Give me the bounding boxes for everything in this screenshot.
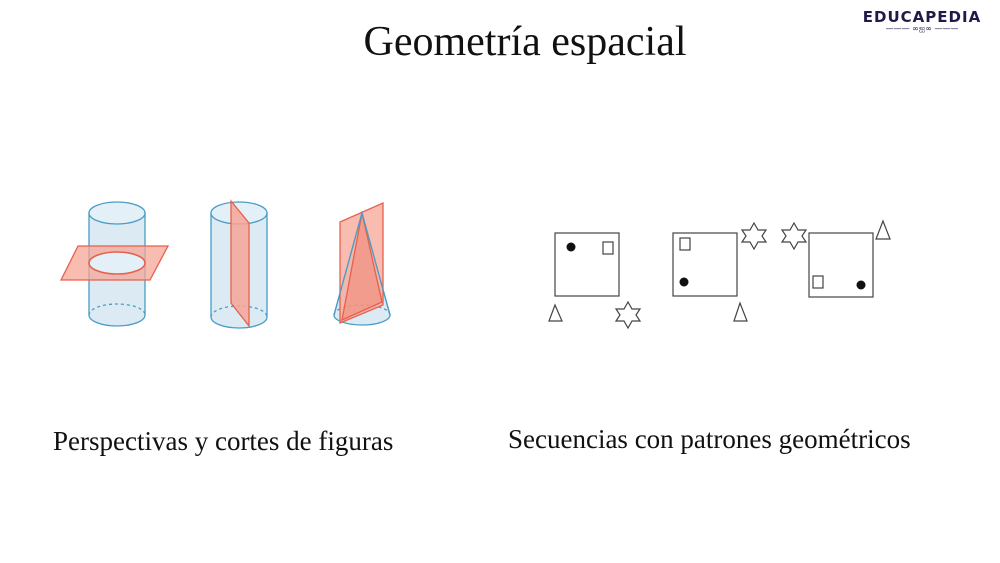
cylinder-vertical-cut xyxy=(210,199,268,329)
logo-text: EDUCAPEDIA xyxy=(862,8,982,26)
star-icon xyxy=(780,221,808,251)
pattern-step-2 xyxy=(672,221,768,322)
dot-icon xyxy=(856,280,866,290)
pattern-step-3 xyxy=(780,219,891,298)
dot-icon xyxy=(566,242,576,252)
caption-sequences: Secuencias con patrones geométricos xyxy=(508,424,911,454)
caption-perspectives: Perspectivas y cortes de figuras xyxy=(53,426,394,456)
small-square-icon xyxy=(812,275,824,289)
star-icon xyxy=(614,300,642,330)
pattern-sequence xyxy=(548,219,891,330)
cone-vertical-cut xyxy=(333,202,391,326)
pattern-step-1 xyxy=(548,232,642,330)
small-square-icon xyxy=(602,241,614,255)
small-square-icon xyxy=(679,237,691,251)
educapedia-logo: EDUCAPEDIA——— ∞ஐ∞ ——— xyxy=(862,8,982,34)
triangle-icon xyxy=(875,219,891,240)
slide-title: Geometría espacial xyxy=(363,19,687,65)
triangle-icon xyxy=(548,303,563,322)
logo-ornament: ——— ∞ஐ∞ ——— xyxy=(885,24,959,33)
cylinder-horizontal-cut xyxy=(59,201,170,327)
dot-icon xyxy=(679,277,689,287)
triangle-icon xyxy=(733,301,748,322)
star-icon xyxy=(740,221,768,251)
